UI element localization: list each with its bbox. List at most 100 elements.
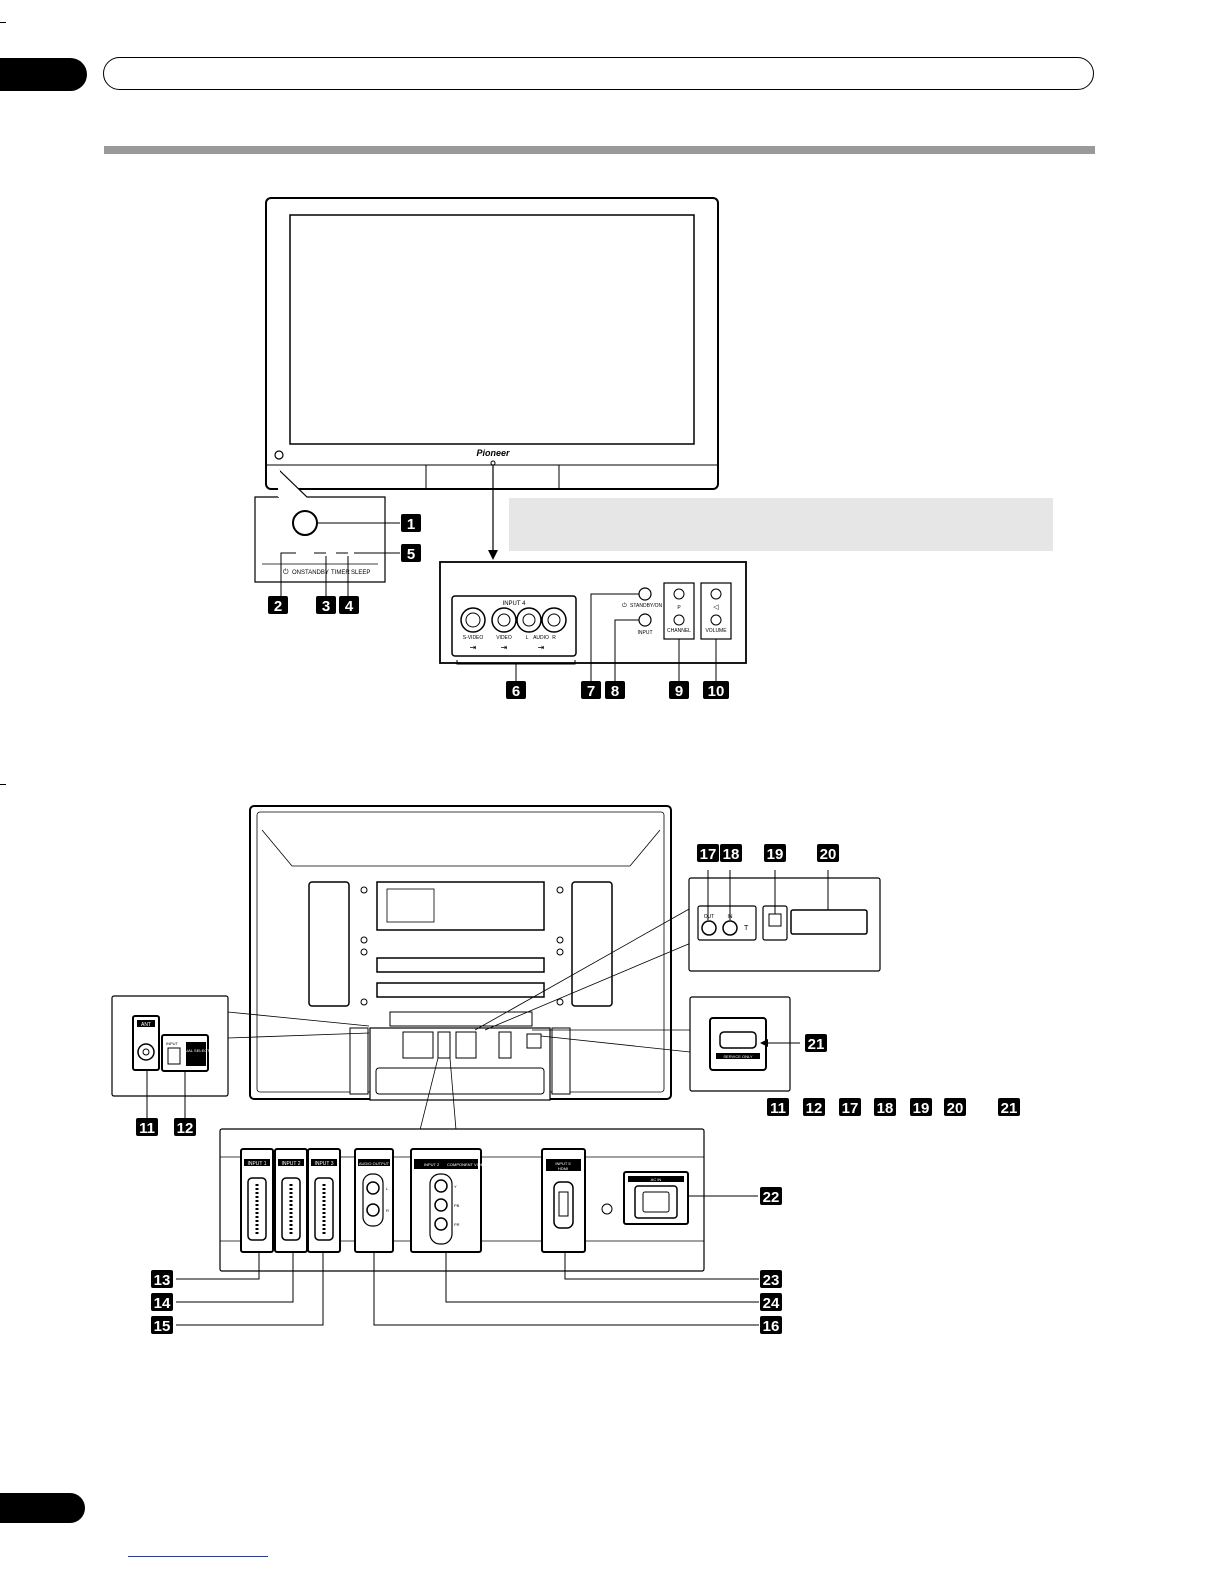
- audio-output-label: AUDIO OUTPUT: [359, 1161, 390, 1166]
- callout-7: 7: [581, 681, 601, 700]
- crop-mark: [0, 22, 6, 23]
- callout-18: 18: [720, 844, 742, 863]
- scart-input-3: INPUT 3: [307, 1148, 341, 1253]
- input-icon: ⇥: [501, 643, 508, 652]
- audio-out-l-label: L: [386, 1186, 389, 1191]
- legend-callout-17: 17: [839, 1098, 861, 1117]
- volume-label: VOLUME: [705, 628, 727, 634]
- brand-logo: Pioneer: [476, 448, 510, 458]
- component-input2-label: INPUT 2: [424, 1162, 440, 1167]
- rear-view-diagram: ANT INPUT DUAL SELECT 11 12 OUT IN T 17 …: [111, 805, 1020, 1335]
- input2-label: INPUT 2: [281, 1161, 300, 1167]
- svg-text:24: 24: [763, 1295, 780, 1312]
- audio-out-r-label: R: [386, 1208, 389, 1213]
- svg-text:5: 5: [407, 546, 415, 563]
- audio-r-label: R: [552, 635, 556, 641]
- chapter-tab: [0, 58, 87, 91]
- svg-text:10: 10: [708, 683, 725, 700]
- led-sleep-label: SLEEP: [351, 570, 370, 576]
- svg-text:17: 17: [842, 1100, 859, 1117]
- footer-link[interactable]: [128, 1556, 268, 1557]
- svg-text:22: 22: [763, 1189, 780, 1206]
- y-label: Y: [454, 1184, 457, 1189]
- svg-text:2: 2: [274, 598, 282, 615]
- power-icon: ⏻: [622, 602, 627, 609]
- svg-text:16: 16: [763, 1318, 780, 1335]
- power-indicator-icon: [274, 450, 284, 460]
- callout-23: 23: [760, 1270, 782, 1289]
- callout-5: 5: [401, 544, 421, 563]
- led-on-label: ON: [292, 570, 301, 576]
- led-standby-label: STANDBY: [301, 570, 329, 576]
- note-box: [509, 498, 1053, 551]
- service-port: [719, 1031, 757, 1049]
- input4-label: INPUT 4: [503, 601, 527, 607]
- callout-17: 17: [697, 844, 719, 863]
- svg-text:8: 8: [611, 683, 619, 700]
- scart-input-2: INPUT 2: [274, 1148, 308, 1253]
- input3-label: INPUT 3: [314, 1161, 333, 1167]
- scart-input-1: INPUT 1: [240, 1148, 274, 1253]
- legend-callout-18: 18: [874, 1098, 896, 1117]
- ac-in-label: AC IN: [651, 1177, 662, 1182]
- pr-label: PR: [454, 1222, 460, 1227]
- callout-6: 6: [506, 681, 526, 700]
- callout-4: 4: [339, 596, 359, 615]
- callout-13: 13: [151, 1270, 173, 1289]
- svg-text:23: 23: [763, 1272, 780, 1289]
- channel-p-label: P: [677, 605, 681, 611]
- svg-text:18: 18: [877, 1100, 894, 1117]
- svg-text:19: 19: [913, 1100, 930, 1117]
- input1-label: INPUT 1: [247, 1161, 266, 1167]
- channel-label: CHANNEL: [667, 628, 691, 634]
- svg-text:12: 12: [806, 1100, 823, 1117]
- led-timer-label: TIMER: [331, 570, 350, 576]
- callout-12: 12: [174, 1118, 196, 1137]
- callout-19: 19: [764, 844, 786, 863]
- svg-text:9: 9: [675, 683, 683, 700]
- svg-text:11: 11: [139, 1120, 155, 1137]
- svg-text:20: 20: [947, 1100, 964, 1117]
- input-icon: ⇥: [538, 643, 545, 652]
- input-select-label: INPUT: [166, 1041, 179, 1046]
- in-jack: [722, 920, 738, 936]
- ground-screw: [601, 1203, 613, 1215]
- input-icon: ⇥: [470, 643, 477, 652]
- hdmi-input-group: INPUT 5 HDMI: [541, 1148, 586, 1253]
- remote-sensor-icon: [292, 510, 318, 536]
- callout-11: 11: [136, 1118, 158, 1137]
- svg-text:15: 15: [154, 1318, 171, 1335]
- callout-16: 16: [760, 1316, 782, 1335]
- component-video-group: INPUT 2 COMPONENT VIDEO Y PB PR: [410, 1148, 487, 1253]
- svg-text:14: 14: [154, 1295, 171, 1312]
- svg-text:17: 17: [700, 846, 717, 863]
- legend-callout-20: 20: [944, 1098, 966, 1117]
- callout-22: 22: [760, 1187, 782, 1206]
- video-label: VIDEO: [496, 635, 512, 641]
- callout-1: 1: [401, 514, 421, 533]
- audio-label: AUDIO: [533, 635, 549, 641]
- callout-24: 24: [760, 1293, 782, 1312]
- legend-callout-11: 11: [767, 1098, 789, 1117]
- audio-l-label: L: [526, 635, 529, 641]
- header-bar: [103, 57, 1094, 90]
- legend-callout-21: 21: [998, 1098, 1020, 1117]
- svg-text:21: 21: [1001, 1100, 1018, 1117]
- svg-text:4: 4: [345, 598, 354, 615]
- front-view-diagram: Pioneer ⏻ ON STANDBY TIMER SLEEP 1 5 2 3…: [254, 197, 747, 700]
- svg-text:6: 6: [512, 683, 520, 700]
- svg-text:21: 21: [808, 1036, 825, 1053]
- callout-2: 2: [268, 596, 288, 615]
- input-button-label: INPUT: [638, 630, 653, 636]
- out-label: OUT: [704, 914, 715, 920]
- page-number-tab: [0, 1493, 85, 1523]
- standby-on-label: STANDBY/ON: [630, 603, 663, 609]
- antenna-symbol-icon: T: [744, 925, 749, 932]
- callout-21: 21: [805, 1034, 827, 1053]
- component-video-label: COMPONENT VIDEO: [447, 1162, 487, 1167]
- crop-mark: [0, 784, 6, 785]
- speaker-icon: ◁: [713, 604, 719, 611]
- callout-14: 14: [151, 1293, 173, 1312]
- service-only-label: SERVICE ONLY: [723, 1054, 753, 1059]
- svg-text:13: 13: [154, 1272, 171, 1289]
